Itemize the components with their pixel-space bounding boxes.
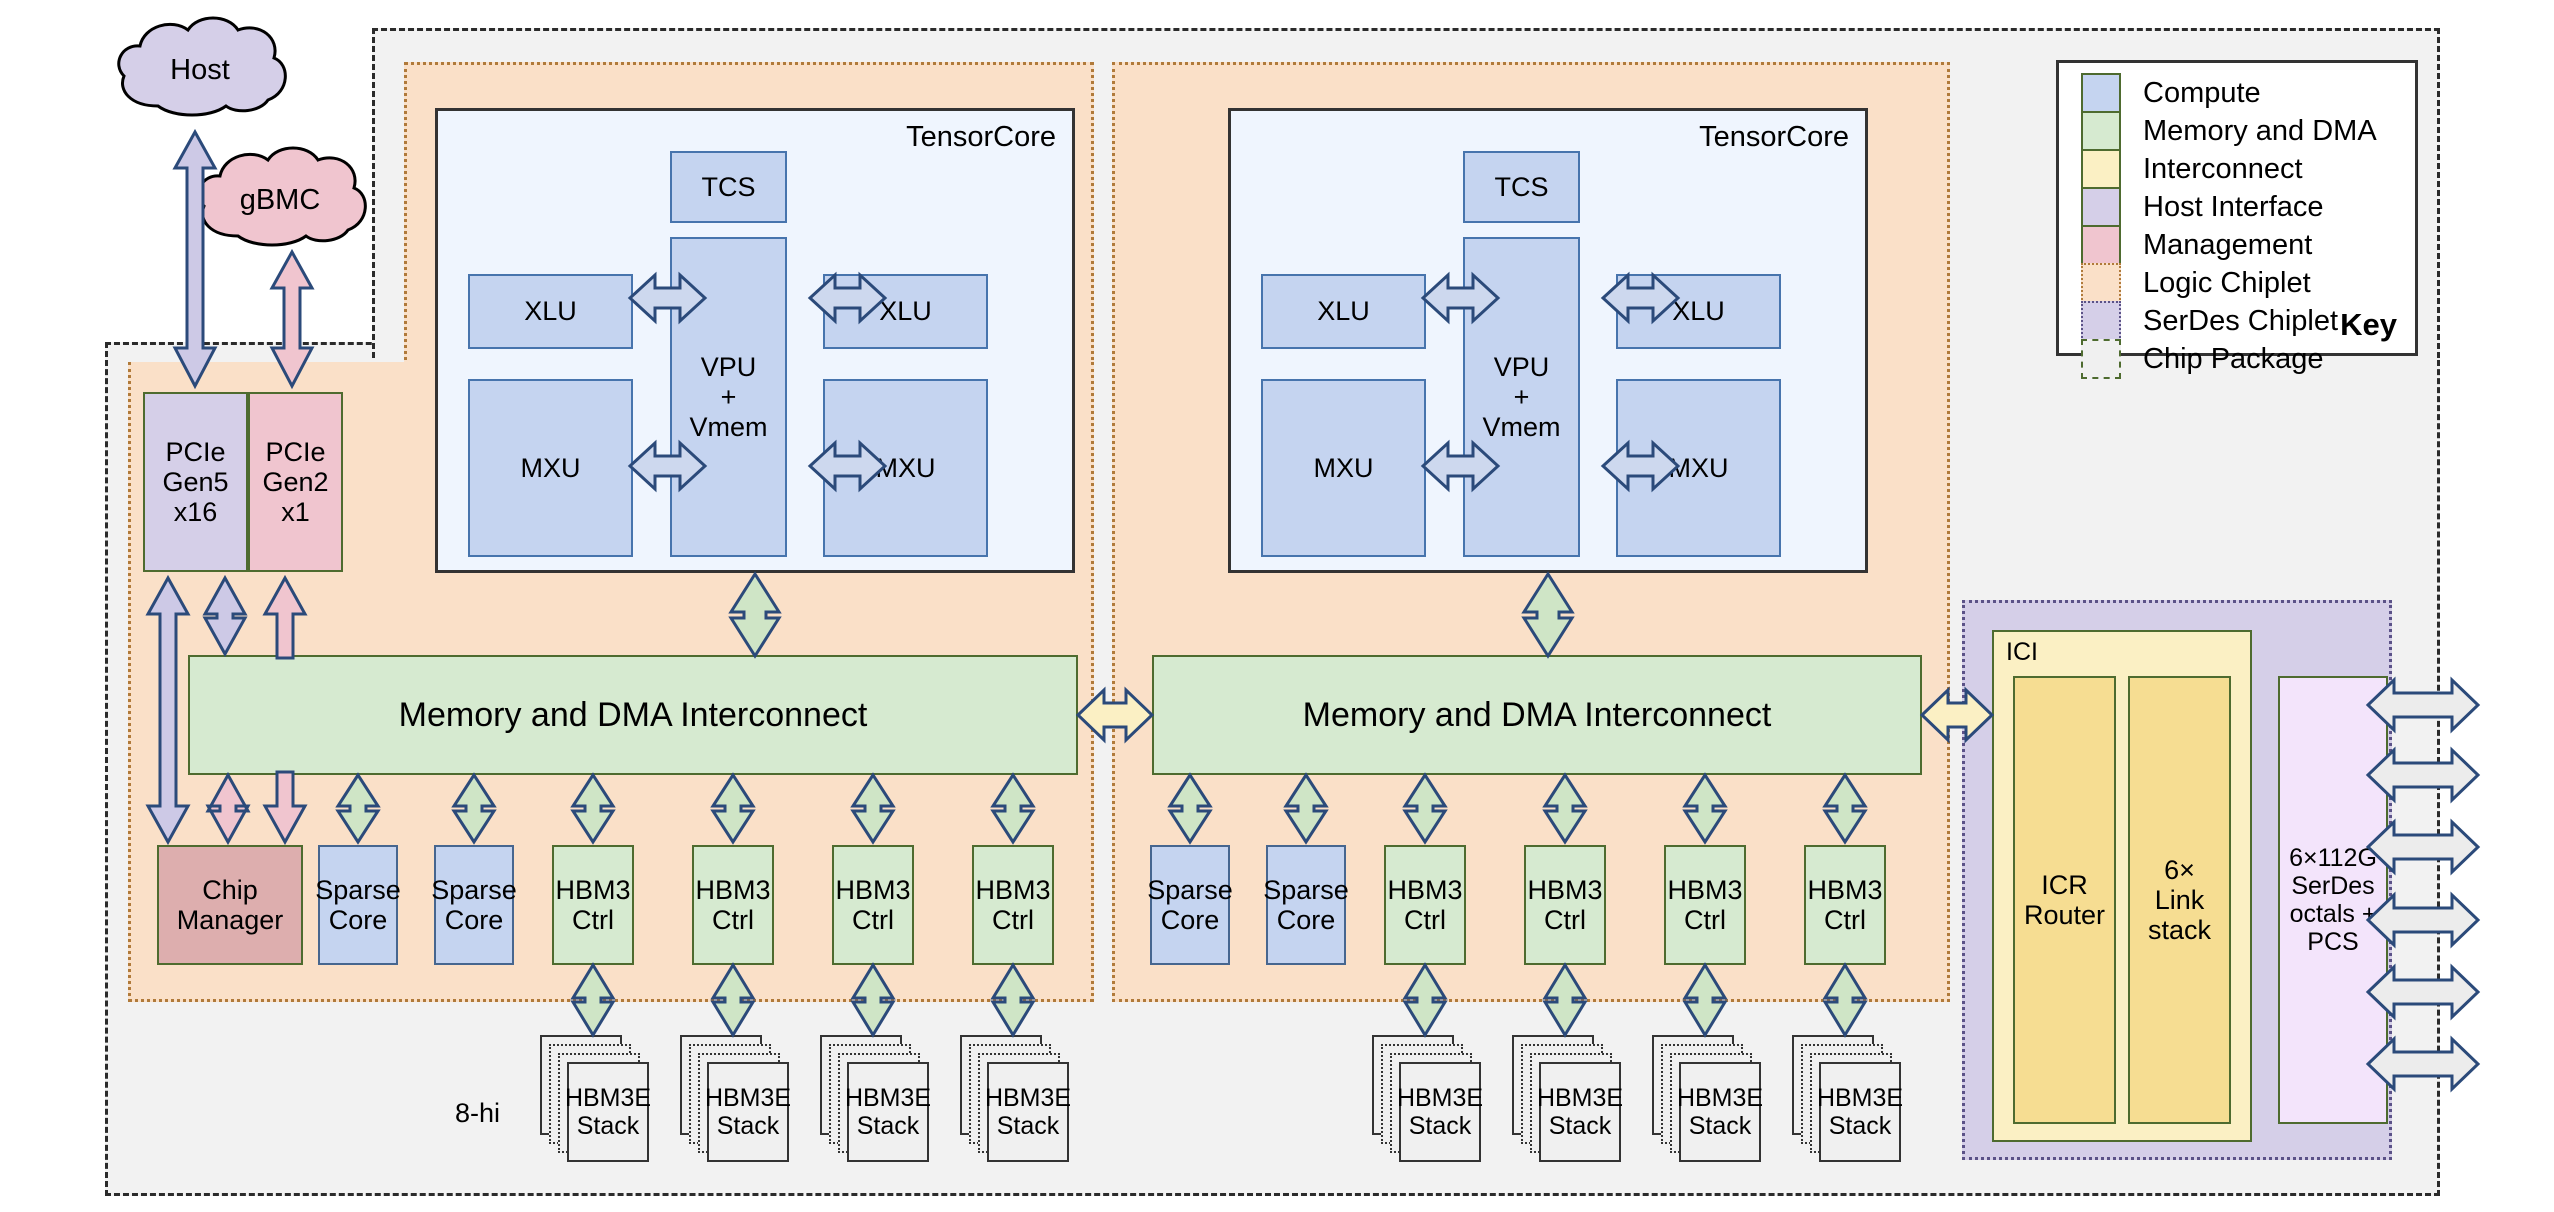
legend-item-interconnect: Interconnect: [2081, 149, 2303, 189]
pcie-gen2-block[interactable]: PCIe Gen2 x1: [248, 392, 343, 572]
sparse-core-block-3[interactable]: Sparse Core: [1147, 845, 1233, 965]
legend-item-compute: Compute: [2081, 73, 2261, 113]
hbm3-ctrl-block-7[interactable]: HBM3 Ctrl: [1664, 845, 1746, 965]
legend-label-host-interface: Host Interface: [2143, 190, 2324, 223]
hbm3e-stack-7[interactable]: HBM3E Stack: [1652, 1035, 1763, 1165]
tensorcore-2: TensorCore TCS VPU + Vmem XLU XLU MXU MX…: [1228, 108, 1868, 573]
hbm3e-stack-5[interactable]: HBM3E Stack: [1372, 1035, 1483, 1165]
legend-key-panel: Compute Memory and DMA Interconnect Host…: [2056, 60, 2418, 379]
xlu-block-1-left[interactable]: XLU: [468, 274, 633, 349]
memory-dma-interconnect-right[interactable]: Memory and DMA Interconnect: [1152, 655, 1922, 775]
legend-swatch-interconnect: [2081, 149, 2121, 189]
legend-label-serdes-chiplet: SerDes Chiplet: [2143, 304, 2339, 337]
hbm3-ctrl-block-2[interactable]: HBM3 Ctrl: [692, 845, 774, 965]
tensorcore-1-label: TensorCore: [906, 121, 1056, 153]
chip-manager-block[interactable]: Chip Manager: [157, 845, 303, 965]
hbm3-ctrl-block-5[interactable]: HBM3 Ctrl: [1384, 845, 1466, 965]
legend-swatch-chip-package: [2081, 339, 2121, 379]
sparse-core-block-2[interactable]: Sparse Core: [431, 845, 517, 965]
tensorcore-1: TensorCore TCS VPU + Vmem XLU XLU MXU MX…: [435, 108, 1075, 573]
legend-label-interconnect: Interconnect: [2143, 152, 2303, 185]
xlu-block-2-left[interactable]: XLU: [1261, 274, 1426, 349]
legend-label-logic-chiplet: Logic Chiplet: [2143, 266, 2311, 299]
hbm3e-stack-1[interactable]: HBM3E Stack: [540, 1035, 651, 1165]
gbmc-cloud: gBMC: [180, 140, 380, 260]
tcs-block-2[interactable]: TCS: [1463, 151, 1580, 223]
legend-item-logic-chiplet: Logic Chiplet: [2081, 263, 2311, 303]
legend-key-title: Key: [2340, 307, 2397, 342]
legend-label-compute: Compute: [2143, 76, 2261, 109]
mxu-block-2-right[interactable]: MXU: [1616, 379, 1781, 557]
legend-swatch-logic-chiplet: [2081, 263, 2121, 303]
legend-label-management: Management: [2143, 228, 2313, 261]
hbm3e-stack-4[interactable]: HBM3E Stack: [960, 1035, 1071, 1165]
link-stack-block[interactable]: 6× Link stack: [2128, 676, 2231, 1124]
pcie-gen5-block[interactable]: PCIe Gen5 x16: [143, 392, 248, 572]
host-cloud: Host: [100, 10, 300, 130]
hbm3e-stack-6[interactable]: HBM3E Stack: [1512, 1035, 1623, 1165]
mxu-block-2-left[interactable]: MXU: [1261, 379, 1426, 557]
hbm3-ctrl-block-3[interactable]: HBM3 Ctrl: [832, 845, 914, 965]
legend-item-host-interface: Host Interface: [2081, 187, 2324, 227]
hbm3e-stack-2[interactable]: HBM3E Stack: [680, 1035, 791, 1165]
xlu-block-1-right[interactable]: XLU: [823, 274, 988, 349]
legend-swatch-compute: [2081, 73, 2121, 113]
legend-swatch-memory-and-dma: [2081, 111, 2121, 151]
hbm-stack-height-label: 8-hi: [455, 1098, 501, 1128]
icr-router-block[interactable]: ICR Router: [2013, 676, 2116, 1124]
legend-swatch-serdes-chiplet: [2081, 301, 2121, 341]
hbm3e-stack-8[interactable]: HBM3E Stack: [1792, 1035, 1903, 1165]
legend-label-chip-package: Chip Package: [2143, 342, 2324, 375]
sparse-core-block-1[interactable]: Sparse Core: [315, 845, 401, 965]
ici-label: ICI: [2006, 638, 2038, 666]
legend-item-chip-package: Chip Package: [2081, 339, 2324, 379]
memory-dma-interconnect-left[interactable]: Memory and DMA Interconnect: [188, 655, 1078, 775]
hbm3e-stack-3[interactable]: HBM3E Stack: [820, 1035, 931, 1165]
host-cloud-label: Host: [170, 53, 230, 86]
legend-item-management: Management: [2081, 225, 2312, 265]
vpu-vmem-block-2[interactable]: VPU + Vmem: [1463, 237, 1580, 557]
gbmc-cloud-label: gBMC: [239, 183, 321, 216]
legend-item-memory-and-dma: Memory and DMA: [2081, 111, 2377, 151]
serdes-octals-pcs-block[interactable]: 6×112G SerDes octals + PCS: [2278, 676, 2388, 1124]
tcs-block-1[interactable]: TCS: [670, 151, 787, 223]
hbm3-ctrl-block-1[interactable]: HBM3 Ctrl: [552, 845, 634, 965]
tensorcore-2-label: TensorCore: [1699, 121, 1849, 153]
vpu-vmem-block-1[interactable]: VPU + Vmem: [670, 237, 787, 557]
sparse-core-block-4[interactable]: Sparse Core: [1263, 845, 1349, 965]
legend-label-memory-and-dma: Memory and DMA: [2143, 114, 2377, 147]
mxu-block-1-left[interactable]: MXU: [468, 379, 633, 557]
legend-swatch-management: [2081, 225, 2121, 265]
xlu-block-2-right[interactable]: XLU: [1616, 274, 1781, 349]
hbm3-ctrl-block-6[interactable]: HBM3 Ctrl: [1524, 845, 1606, 965]
hbm3-ctrl-block-4[interactable]: HBM3 Ctrl: [972, 845, 1054, 965]
legend-swatch-host-interface: [2081, 187, 2121, 227]
hbm3-ctrl-block-8[interactable]: HBM3 Ctrl: [1804, 845, 1886, 965]
legend-item-serdes-chiplet: SerDes Chiplet: [2081, 301, 2338, 341]
mxu-block-1-right[interactable]: MXU: [823, 379, 988, 557]
